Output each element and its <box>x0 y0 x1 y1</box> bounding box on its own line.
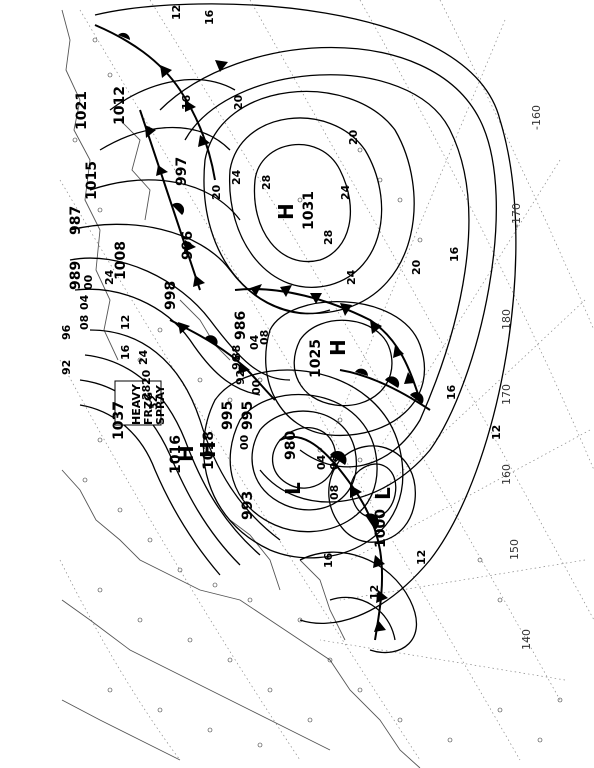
isobar-label: 08 <box>328 455 341 470</box>
isobar-label: 00 <box>82 274 95 290</box>
pressure-center-symbol: L <box>281 482 305 495</box>
isobar-label: 92 <box>60 360 73 375</box>
coastlines <box>61 9 421 768</box>
pressure-center-value: 995 <box>240 401 256 430</box>
isobar-label: 20 <box>232 94 245 110</box>
pressure-center-symbol: H <box>274 203 298 220</box>
pressure-center-value: 996 <box>180 231 196 260</box>
isobar-label: 20 <box>210 184 223 200</box>
isobars <box>69 3 517 654</box>
warning-frzg: FRZG <box>142 392 155 425</box>
isobar-label: 24 <box>339 184 352 200</box>
isobar-label: 20 <box>140 369 153 385</box>
isobar-label: 96 <box>60 324 73 340</box>
lon-label: -170 <box>510 203 523 228</box>
pressure-center-value: 989 <box>68 261 84 290</box>
fronts <box>94 24 431 641</box>
pressure-center-value: 1012 <box>112 86 128 125</box>
lon-label: -160 <box>530 105 543 130</box>
isobar-label: 88 <box>230 345 243 360</box>
pressure-center-value: 993 <box>240 491 256 520</box>
isobar-label: 20 <box>410 259 423 275</box>
isobar-label: 24 <box>230 169 243 185</box>
isobar-label: 28 <box>140 385 153 400</box>
isobar-label: 16 <box>180 94 193 110</box>
isobar-label: 16 <box>322 552 335 568</box>
isobar-label: 16 <box>448 246 461 262</box>
isobar-label: 00 <box>238 434 251 450</box>
lon-label: 150 <box>508 539 521 560</box>
lon-label: 160 <box>500 464 513 485</box>
isobar-label: 20 <box>347 129 360 145</box>
isobar-label: 16 <box>203 9 216 25</box>
heavy-freezing-spray-box <box>114 380 162 426</box>
isobar-label: 16 <box>445 384 458 400</box>
warning-spray: SPRAY <box>154 384 167 425</box>
isobar-label: 32 <box>147 395 160 410</box>
pressure-center-value: 1000 <box>373 509 389 548</box>
isobar-label: 12 <box>119 315 132 330</box>
pressure-center-value: 1018 <box>201 431 217 470</box>
lon-label: 170 <box>500 384 513 405</box>
pressure-center-symbol: H <box>174 445 198 462</box>
isobar-label: 04 <box>78 294 91 310</box>
pressure-center-symbol: L <box>371 487 395 500</box>
pressure-center-value: 980 <box>283 431 299 460</box>
isobar-label: 96 <box>230 354 243 370</box>
pressure-center-value: 995 <box>220 401 236 430</box>
pressure-center-value: 1031 <box>301 191 317 230</box>
pressure-center-value: 1015 <box>84 161 100 200</box>
isobar-label: 04 <box>248 334 261 350</box>
isobar-label: 08 <box>258 330 271 345</box>
isobar-label: 12 <box>170 5 183 20</box>
isobar-label: 00 <box>250 379 263 395</box>
pressure-center-value: 1021 <box>74 91 90 130</box>
isobar-label: 16 <box>119 344 132 360</box>
isobar-label: 12 <box>490 425 503 440</box>
pressure-center-value: 997 <box>174 157 190 186</box>
isobar-label: 12 <box>415 550 428 565</box>
pressure-center-value: 1008 <box>113 241 129 280</box>
pressure-center-value: 1037 <box>111 401 127 440</box>
pressure-center-symbol: H <box>326 339 350 356</box>
isobar-label: 08 <box>78 315 91 330</box>
pressure-center-value: 1025 <box>308 339 324 378</box>
isobar-label: 28 <box>260 175 273 190</box>
isobar-label: 24 <box>345 269 358 285</box>
lon-label: 140 <box>520 629 533 650</box>
isobar-label: 08 <box>328 485 341 500</box>
pressure-center-value: 986 <box>233 311 249 340</box>
isobar-label: 24 <box>137 349 150 365</box>
pressure-center-value: 998 <box>163 281 179 310</box>
isobar-label: 04 <box>315 454 328 470</box>
lon-label: 180 <box>500 309 513 330</box>
pressure-center-value: 987 <box>68 206 84 235</box>
isobar-label: 12 <box>368 585 381 600</box>
isobar-label: 28 <box>322 230 335 245</box>
isobar-label: 92 <box>234 370 247 385</box>
pressure-center-value: 1016 <box>168 435 184 474</box>
warning-heavy: HEAVY <box>130 383 143 425</box>
isobar-label: 24 <box>103 269 116 285</box>
pressure-center-symbol: H <box>196 441 220 458</box>
